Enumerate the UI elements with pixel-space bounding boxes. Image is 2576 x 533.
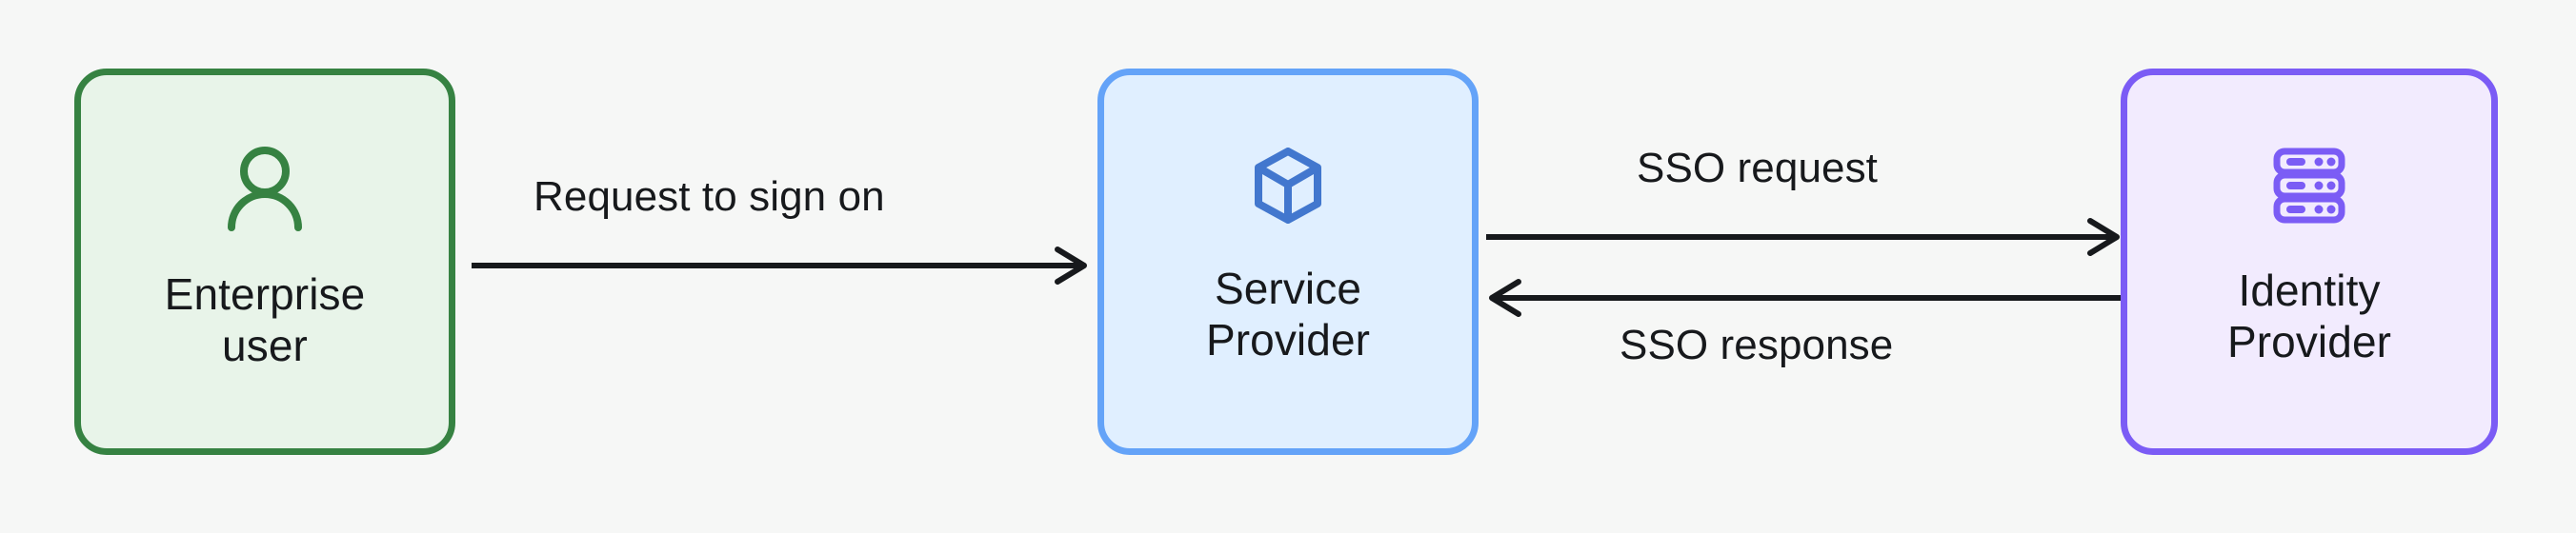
cube-icon bbox=[1253, 148, 1323, 224]
node-service-provider[interactable]: Service Provider bbox=[1097, 69, 1479, 455]
user-icon bbox=[224, 144, 306, 231]
node-identity-provider[interactable]: Identity Provider bbox=[2121, 69, 2498, 455]
edge-sso-request bbox=[1486, 218, 2124, 259]
edge-request-to-sign-on bbox=[472, 247, 1089, 287]
node-enterprise-user[interactable]: Enterprise user bbox=[74, 69, 455, 455]
node-label-service-provider: Service Provider bbox=[1205, 264, 1371, 365]
edge-label-request-to-sign-on: Request to sign on bbox=[533, 173, 885, 220]
server-icon bbox=[2271, 148, 2347, 224]
edge-label-sso-request: SSO request bbox=[1637, 145, 1879, 191]
node-label-enterprise-user: Enterprise user bbox=[164, 269, 366, 370]
edge-label-sso-response: SSO response bbox=[1620, 322, 1894, 368]
edge-sso-response bbox=[1486, 279, 2124, 320]
node-label-identity-provider: Identity Provider bbox=[2226, 266, 2392, 366]
